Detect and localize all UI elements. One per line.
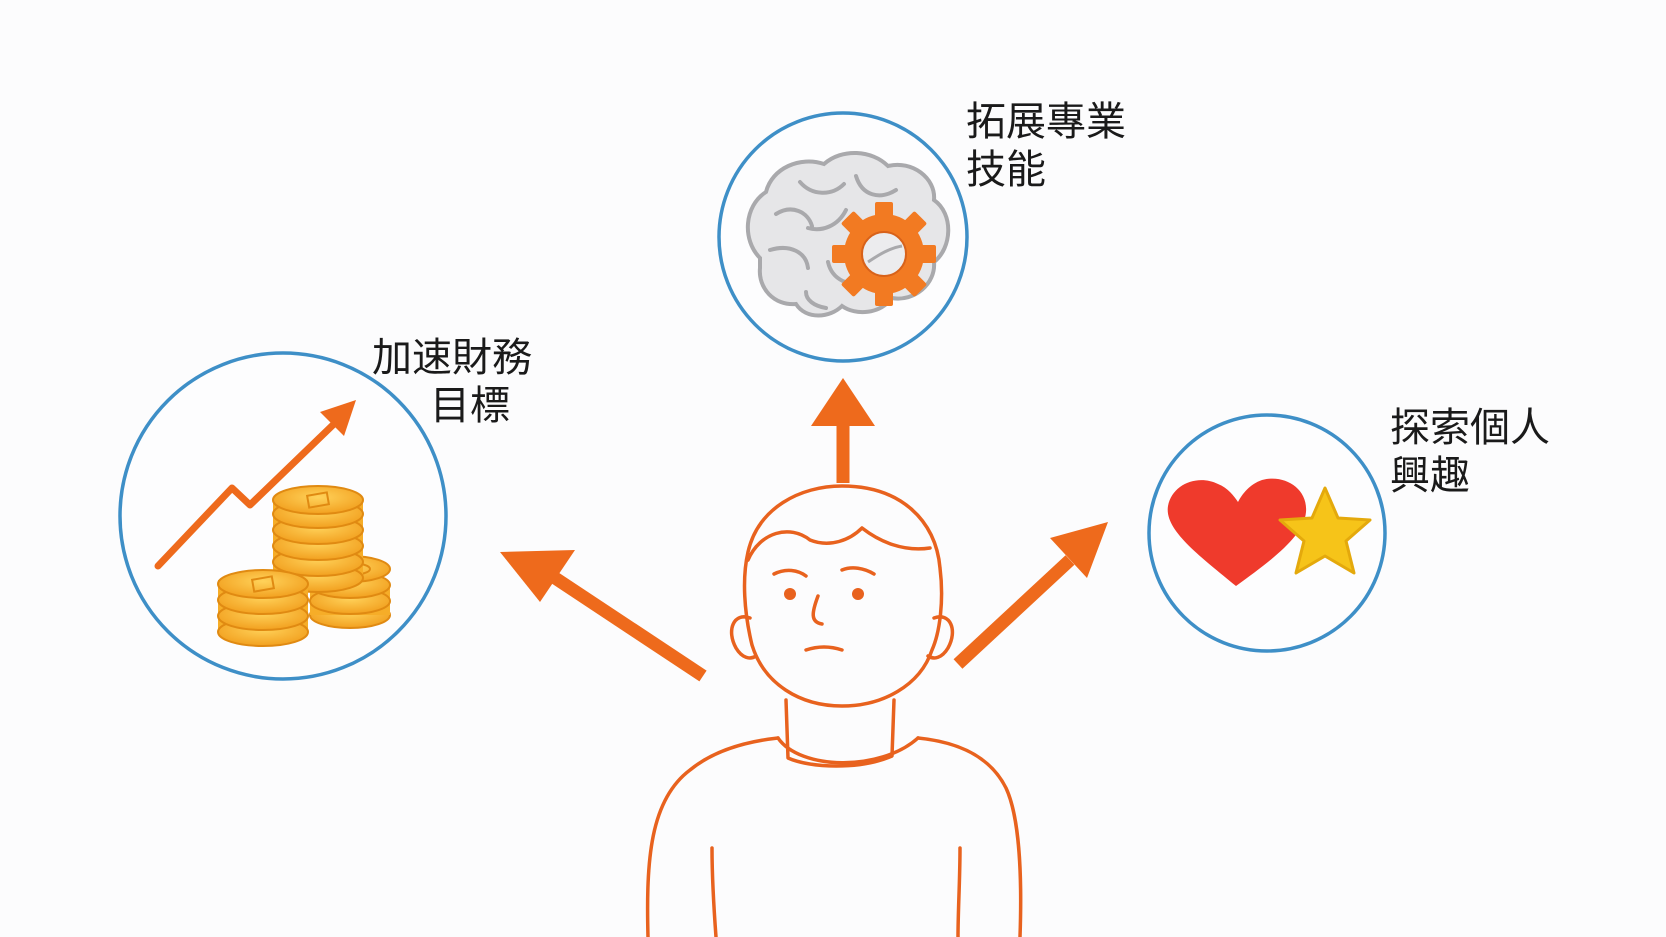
person-ear-right [926,615,955,660]
person-arm-right [956,846,962,937]
interests-node [1147,413,1387,653]
person-head [742,484,944,708]
arrow-to-skills [811,378,875,483]
person-body [645,736,1023,937]
person-ear-left [729,615,758,660]
gear-icon [832,202,936,306]
heart-icon [1167,478,1307,586]
label-finance-line-2: 目標 [430,383,510,429]
label-skills-line-1: 拓展專業 [966,99,1126,145]
person-arm-left [710,846,718,937]
label-skills: 拓展專業 技能 [966,98,1126,194]
label-finance-line-1: 加速財務 [372,335,532,381]
finance-node [118,351,448,681]
skills-node [717,111,969,363]
label-interests-line-1: 探索個人 [1390,405,1550,451]
star-icon [1278,486,1372,575]
arrows [500,378,1108,682]
label-skills-line-2: 技能 [966,147,1046,193]
arrow-to-interests [953,522,1108,669]
person-neck [784,698,896,768]
arrow-to-finance [500,550,707,682]
label-interests-line-2: 興趣 [1390,453,1470,499]
heart-star-icon [1167,478,1372,586]
label-interests: 探索個人 興趣 [1390,404,1550,500]
person-eyes [784,588,864,600]
person-figure [645,484,1023,937]
coins-growth-chart-icon [154,400,391,647]
person-collar [776,736,920,765]
label-finance: 加速財務 目標 [372,334,532,430]
person-hair [746,526,932,562]
brain-gear-icon [745,150,951,318]
